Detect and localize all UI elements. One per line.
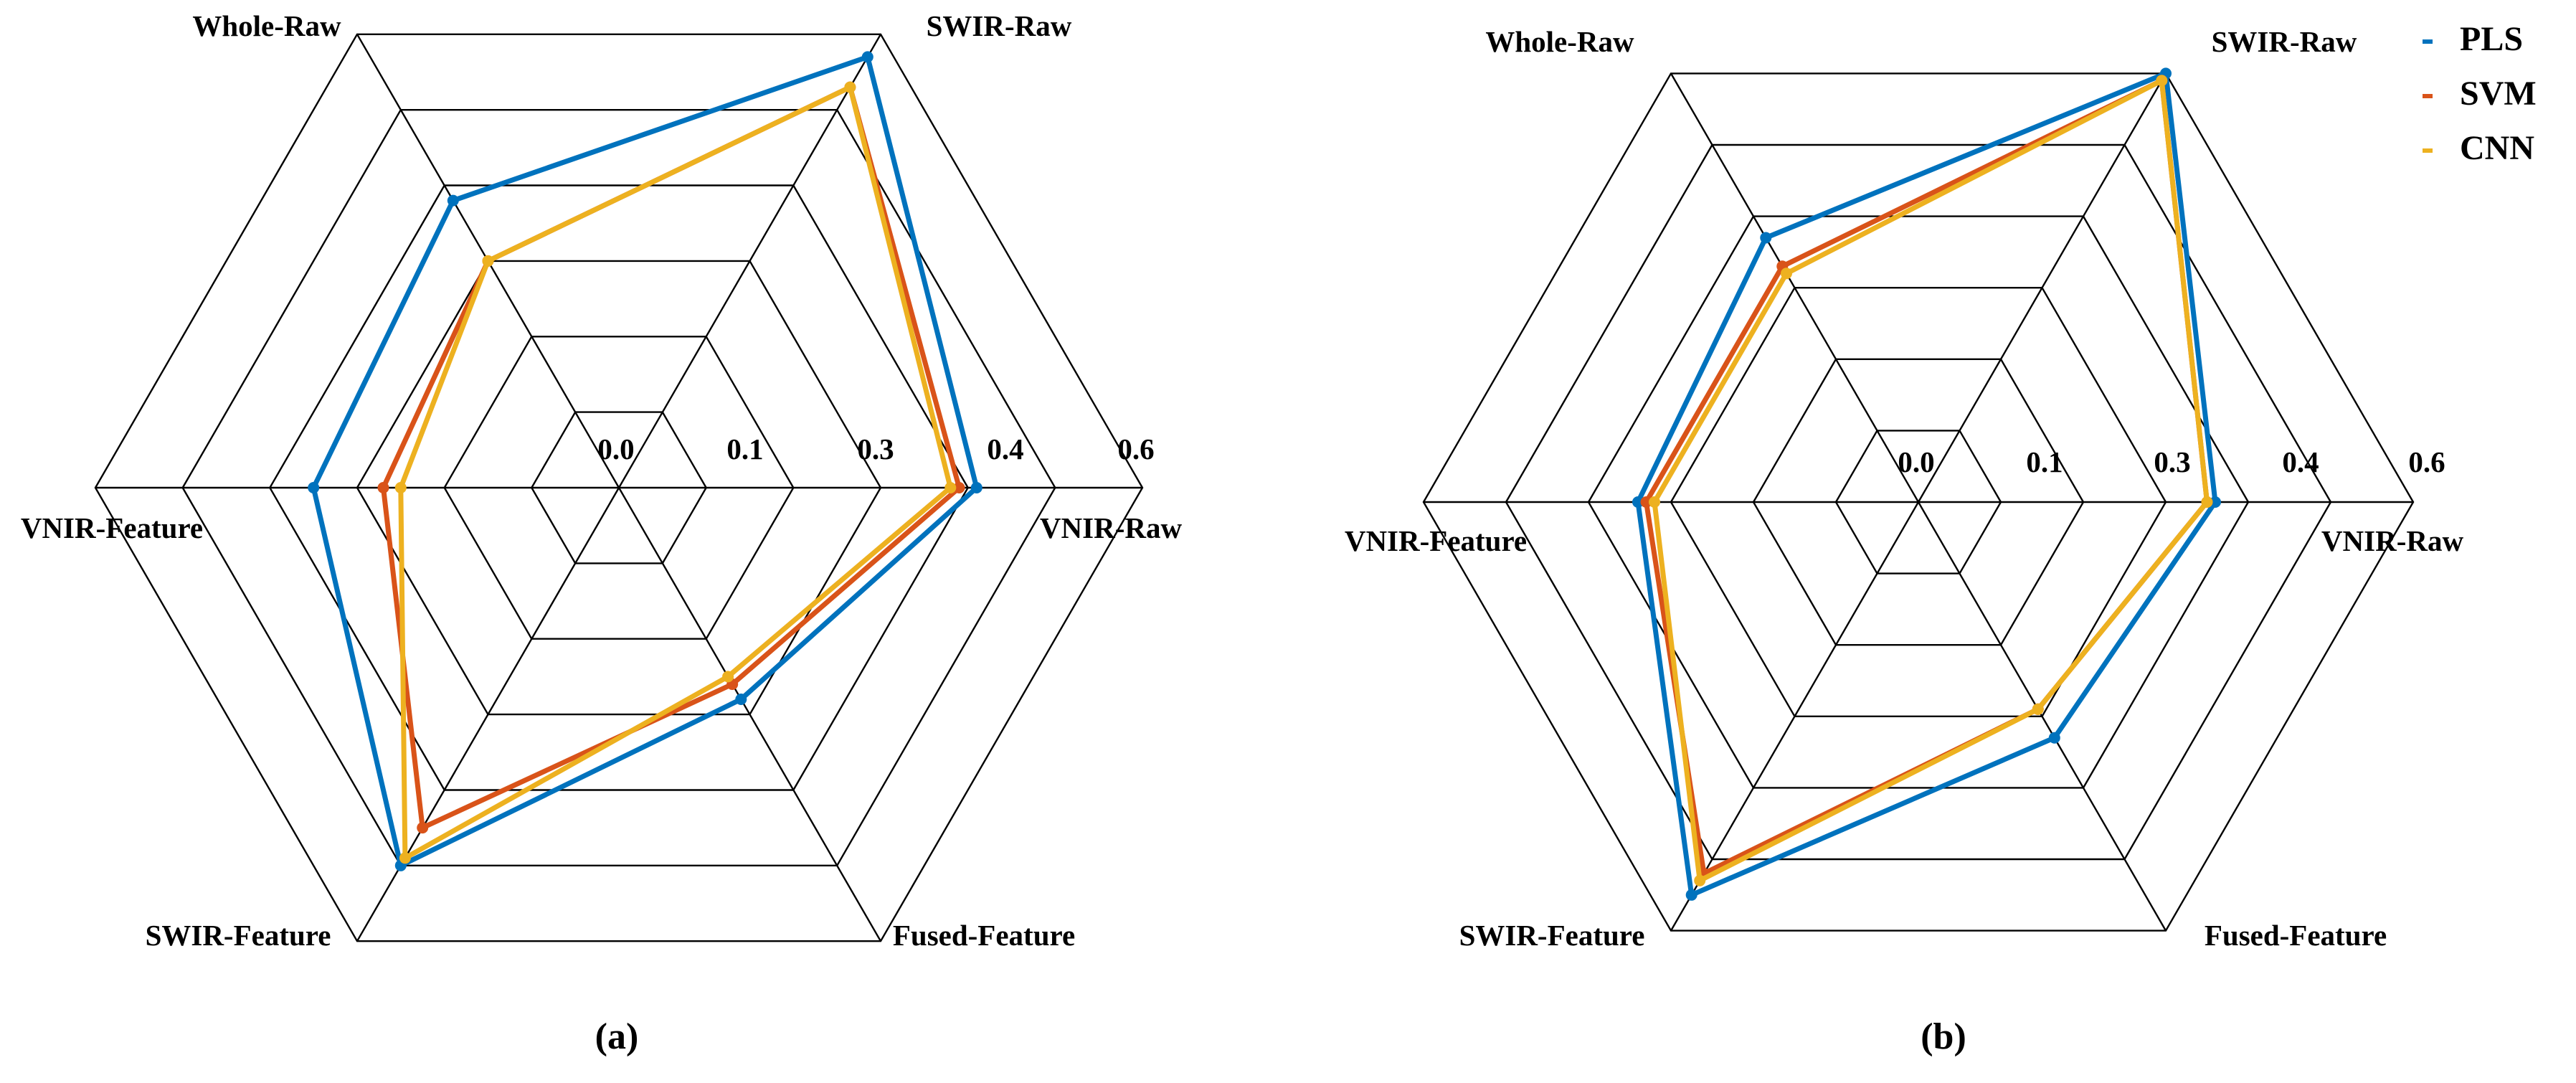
- tick-label: 0.0: [1898, 445, 1934, 478]
- legend-label-pls: PLS: [2460, 20, 2523, 58]
- grid-spoke: [1917, 501, 2167, 932]
- grid-spoke: [1670, 72, 1920, 503]
- grid-spoke: [617, 34, 882, 488]
- data-point-pls: [1632, 496, 1644, 508]
- data-point-pls: [970, 482, 982, 493]
- data-point-pls: [1760, 232, 1772, 244]
- data-point-svm: [953, 482, 965, 493]
- data-point-svm: [377, 482, 389, 493]
- data-point-pls: [2048, 732, 2060, 744]
- tick-label: 0.3: [2154, 445, 2190, 478]
- data-point-cnn: [944, 482, 957, 493]
- tick-label: 0.1: [726, 432, 763, 465]
- data-point-cnn: [394, 482, 407, 493]
- category-label: Whole-Raw: [1485, 25, 1634, 58]
- panel-label: (b): [1921, 1016, 1966, 1057]
- data-point-pls: [1685, 889, 1697, 901]
- grid-spoke: [617, 487, 882, 942]
- category-label: SWIR-Raw: [2212, 25, 2357, 58]
- panel-label: (a): [595, 1016, 639, 1057]
- category-label: VNIR-Feature: [21, 511, 203, 544]
- tick-label: 0.0: [597, 432, 634, 465]
- category-label: Fused-Feature: [2205, 919, 2387, 952]
- grid-spoke: [1917, 72, 2167, 503]
- data-point-cnn: [844, 81, 856, 93]
- grid-spoke: [1670, 501, 1920, 932]
- data-point-cnn: [1649, 496, 1660, 508]
- data-point-pls: [447, 194, 459, 207]
- data-point-cnn: [1694, 874, 1706, 886]
- data-point-cnn: [2201, 496, 2213, 508]
- category-label: VNIR-Feature: [1345, 524, 1527, 557]
- data-point-pls: [861, 51, 873, 63]
- tick-label: 0.6: [2408, 445, 2445, 478]
- category-label: VNIR-Raw: [2321, 524, 2464, 557]
- data-point-cnn: [399, 852, 411, 864]
- data-point-cnn: [722, 671, 734, 683]
- legend-label-svm: SVM: [2460, 75, 2537, 113]
- series-line-cnn: [398, 85, 953, 861]
- category-label: VNIR-Raw: [1040, 511, 1183, 544]
- data-point-pls: [2210, 496, 2221, 508]
- category-label: SWIR-Raw: [927, 9, 1072, 42]
- tick-label: 0.1: [2026, 445, 2063, 478]
- category-label: Fused-Feature: [893, 919, 1075, 952]
- legend: PLS SVM CNN: [2423, 20, 2537, 167]
- data-point-cnn: [2156, 75, 2168, 87]
- tick-label: 0.3: [857, 432, 894, 465]
- data-point-cnn: [482, 255, 494, 267]
- category-label: SWIR-Feature: [146, 919, 331, 952]
- category-label: SWIR-Feature: [1459, 919, 1645, 952]
- category-label: Whole-Raw: [192, 9, 341, 42]
- legend-label-cnn: CNN: [2460, 129, 2534, 167]
- tick-label: 0.6: [1117, 432, 1154, 465]
- tick-label: 0.4: [987, 432, 1023, 465]
- data-point-svm: [417, 822, 429, 834]
- data-point-pls: [308, 482, 320, 493]
- data-point-svm: [1640, 496, 1652, 508]
- data-point-cnn: [1781, 268, 1792, 280]
- data-point-pls: [735, 694, 747, 705]
- tick-label: 0.4: [2282, 445, 2319, 478]
- data-point-cnn: [2032, 703, 2044, 715]
